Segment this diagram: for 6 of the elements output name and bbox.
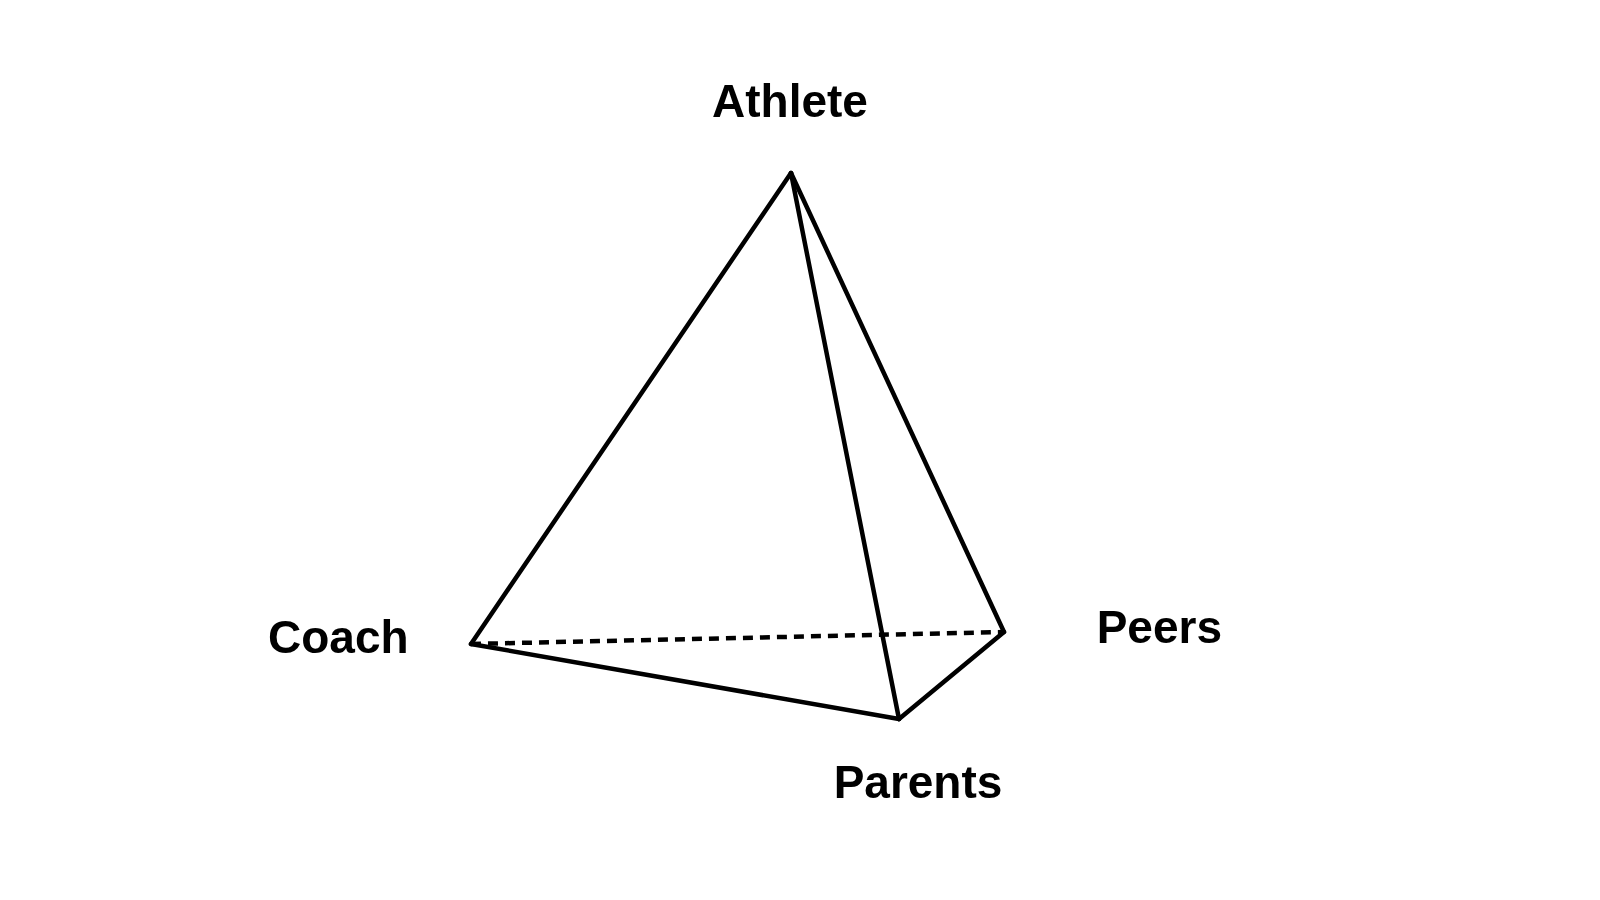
edge-line bbox=[896, 629, 1007, 722]
hidden-edge-line bbox=[470, 629, 1005, 647]
vertex-label: Athlete bbox=[712, 76, 868, 126]
vertex-label: Peers bbox=[1096, 602, 1222, 652]
vertex-label: Coach bbox=[268, 612, 409, 662]
vertex-label: Parents bbox=[833, 757, 1003, 807]
